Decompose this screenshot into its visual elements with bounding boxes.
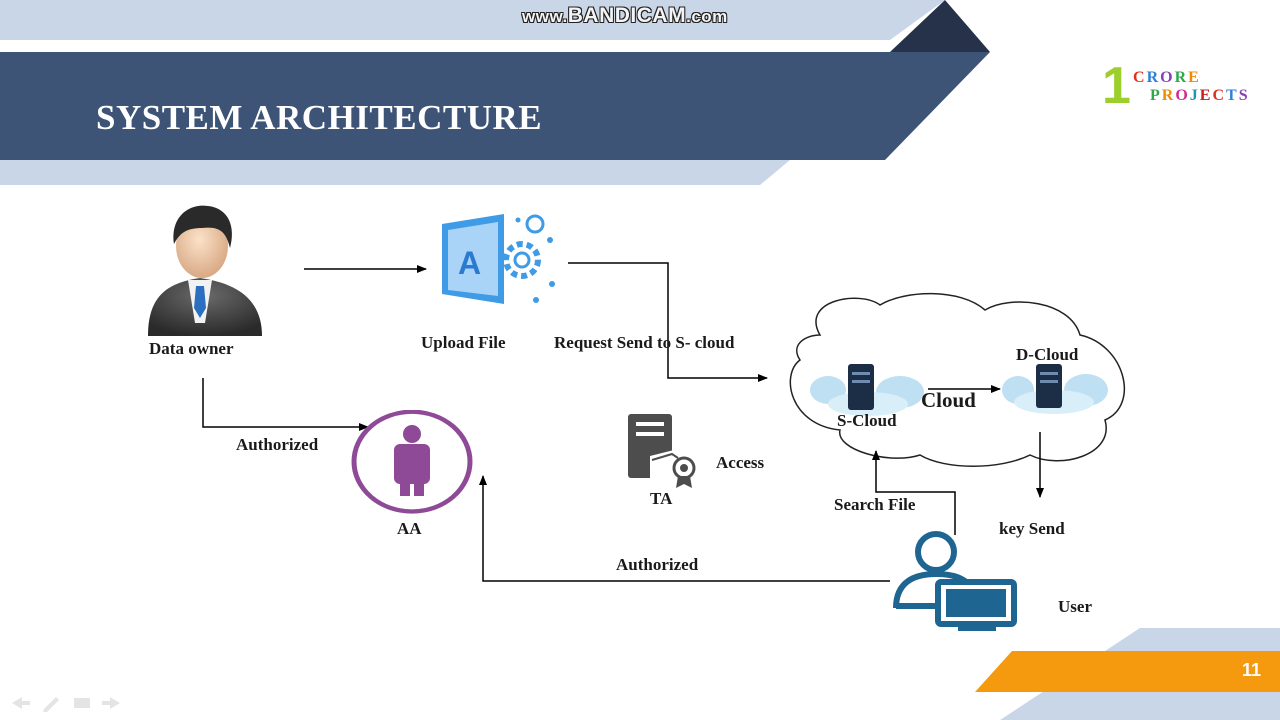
next-arrow-icon bbox=[102, 697, 120, 709]
arrow-user-to-aa bbox=[479, 475, 890, 582]
label-data-owner: Data owner bbox=[149, 339, 234, 358]
pen-icon bbox=[43, 697, 59, 712]
logo-number: 1 bbox=[1102, 57, 1131, 115]
footer-orange-band bbox=[975, 651, 1280, 692]
label-s-cloud: S-Cloud bbox=[837, 411, 897, 430]
arrow-request-to-scloud bbox=[568, 262, 768, 382]
upload-icon-letter: A bbox=[458, 245, 481, 281]
arrow-user-search-file bbox=[872, 450, 956, 535]
header-dark-corner bbox=[890, 0, 990, 52]
label-d-cloud: D-Cloud bbox=[1016, 345, 1079, 364]
ta-server-icon bbox=[628, 414, 696, 488]
label-search-file: Search File bbox=[834, 495, 916, 514]
bandicam-watermark: www.BANDICAM.com bbox=[522, 4, 728, 27]
label-aa: AA bbox=[397, 519, 422, 538]
header-light-band bbox=[0, 0, 945, 40]
cloud-outline bbox=[789, 292, 1126, 467]
label-upload-file: Upload File bbox=[421, 333, 506, 352]
d-cloud-server-icon bbox=[1002, 364, 1108, 414]
logo-word-crore: CRORE bbox=[1133, 69, 1201, 86]
label-user: User bbox=[1058, 597, 1092, 616]
label-ta: TA bbox=[650, 489, 673, 508]
label-cloud: Cloud bbox=[921, 388, 976, 412]
data-owner-icon bbox=[148, 205, 262, 336]
s-cloud-server-icon bbox=[810, 364, 924, 416]
label-authorized-owner: Authorized bbox=[236, 435, 319, 454]
label-authorized-user: Authorized bbox=[616, 555, 699, 574]
page-number: 11 bbox=[1242, 660, 1262, 680]
previous-arrow-icon bbox=[12, 697, 30, 709]
slideshow-controls[interactable] bbox=[8, 694, 126, 712]
user-computer-icon bbox=[893, 531, 1017, 631]
label-key-send: key Send bbox=[999, 519, 1065, 538]
upload-file-icon: A bbox=[442, 214, 555, 304]
header-navy-band bbox=[0, 52, 990, 160]
slide-title: SYSTEM ARCHITECTURE bbox=[96, 98, 543, 137]
arrow-owner-to-aa bbox=[202, 378, 369, 431]
aa-icon bbox=[351, 410, 473, 514]
logo-word-projects: PROJECTS bbox=[1150, 87, 1250, 104]
label-access: Access bbox=[716, 453, 765, 472]
label-request-send: Request Send to S- cloud bbox=[554, 333, 735, 352]
header-lower-light-band bbox=[0, 160, 790, 185]
menu-icon bbox=[74, 698, 90, 708]
